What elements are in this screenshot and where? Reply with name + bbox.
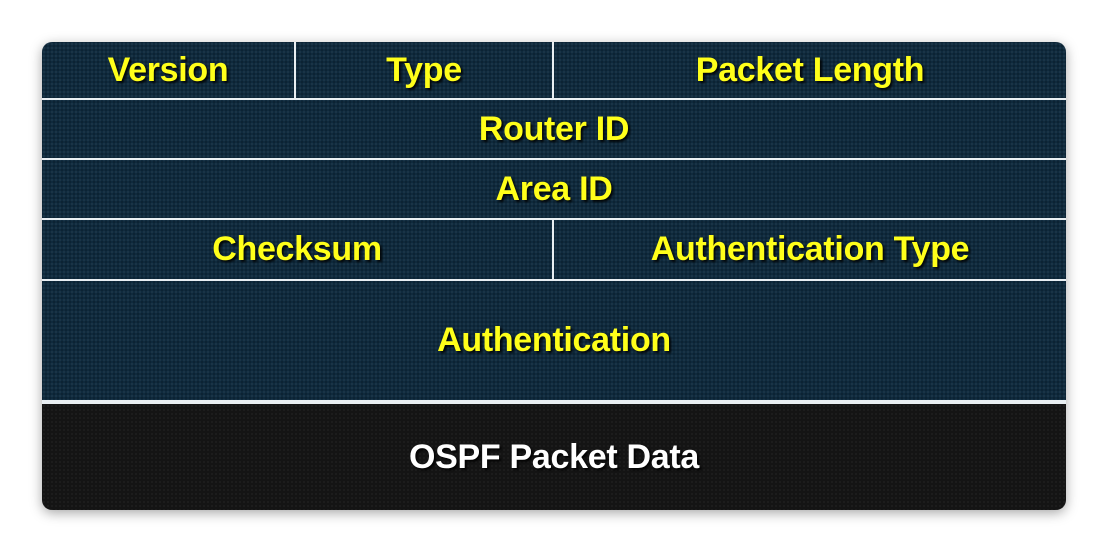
field-authentication-type: Authentication Type (650, 230, 970, 268)
field-version: Version (107, 50, 229, 89)
column-divider-type-length (552, 42, 554, 98)
row-divider-4 (42, 279, 1066, 281)
row-divider-2 (42, 158, 1066, 160)
field-router-id: Router ID (478, 109, 630, 148)
field-type: Type (386, 50, 462, 89)
field-checksum: Checksum (212, 230, 382, 268)
header-data-divider (42, 400, 1066, 404)
row-divider-3 (42, 218, 1066, 220)
field-area-id: Area ID (495, 169, 613, 208)
ospf-packet-data-block: OSPF Packet Data (42, 404, 1066, 510)
ospf-packet-diagram: Version Type Packet Length Router ID Are… (42, 42, 1066, 510)
column-divider-version-type (294, 42, 296, 98)
field-authentication: Authentication (437, 321, 671, 359)
column-divider-checksum-authtype (552, 220, 554, 279)
ospf-header-block: Version Type Packet Length Router ID Are… (42, 42, 1066, 400)
row-divider-1 (42, 98, 1066, 100)
field-ospf-packet-data: OSPF Packet Data (409, 437, 699, 476)
field-packet-length: Packet Length (695, 50, 925, 89)
